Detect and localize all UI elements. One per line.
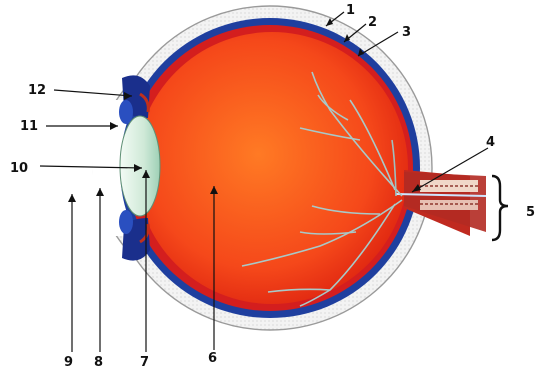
label-6: 6 [208,351,217,366]
label-10: 10 [10,161,28,176]
label-2: 2 [368,15,377,30]
lens [120,116,160,216]
label-4: 4 [486,135,495,150]
label-5: 5 [526,205,535,220]
label-8: 8 [94,355,103,370]
vitreous-body [136,32,408,304]
label-3: 3 [402,25,411,40]
label-9: 9 [64,355,73,370]
label-12: 12 [28,83,46,98]
bracket-5 [492,176,508,240]
label-1: 1 [346,3,355,18]
label-7: 7 [140,355,149,370]
label-11: 11 [20,119,38,134]
leader-12 [54,90,132,96]
